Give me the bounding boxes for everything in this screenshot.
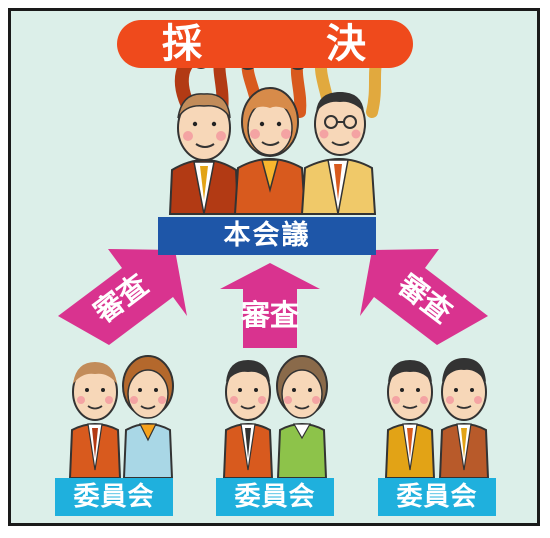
committee-label-3: 委員会: [378, 478, 496, 516]
review-arrow-left: 審査: [58, 249, 187, 345]
review-arrow-center-label: 審査: [240, 298, 299, 332]
review-arrow-center: 審査: [220, 263, 320, 348]
plenary-members-illustration: [168, 47, 388, 215]
committee-label-1: 委員会: [55, 478, 173, 516]
plenary-session-label: 本会議: [158, 217, 376, 255]
committee-members-1-illustration: [68, 355, 174, 479]
committee-members-2-illustration: [222, 355, 328, 479]
committee-label-2: 委員会: [216, 478, 334, 516]
committee-members-3-illustration: [384, 358, 490, 479]
vote-banner: 採 決: [117, 20, 413, 68]
review-arrow-right: 審査: [360, 249, 488, 345]
